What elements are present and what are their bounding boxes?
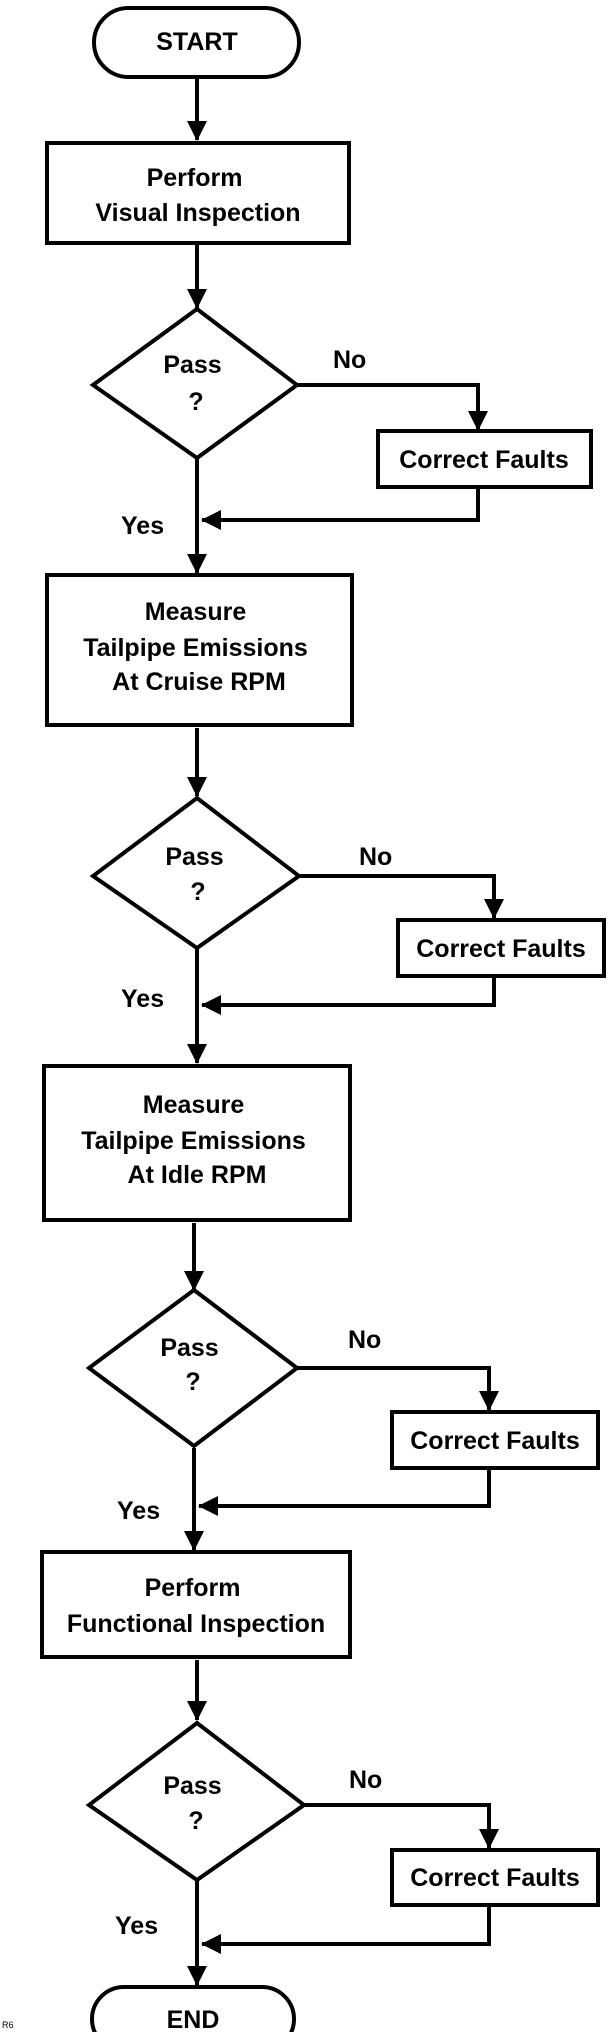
connectors [184,79,504,1986]
no-label: No [349,1766,382,1794]
end-terminal: END [90,1985,296,2032]
start-terminal-shape [92,6,301,79]
correct-faults-box: Correct Faults [390,1410,600,1470]
yes-label: Yes [117,1497,160,1525]
process-step-label: Perform Visual Inspection [95,164,300,227]
decision-label: Pass ? [165,843,230,906]
process-step-box [45,141,351,245]
decision-label: Pass ? [163,1772,228,1835]
end-label: END [167,2006,220,2032]
start-label: START [156,28,237,56]
process-step-box [45,573,354,727]
decision-diamond-shape [89,795,303,951]
no-label: No [333,346,366,374]
correct-faults-label: Correct Faults [416,935,585,963]
decision-diamond: Pass ? [89,795,303,951]
no-label: No [359,843,392,871]
connector-decision-3-no [297,1366,499,1411]
process-step: Perform Functional Inspection [40,1550,352,1659]
decision-diamond-shape [89,306,301,461]
yes-label: Yes [121,985,164,1013]
process-step-label: Measure Tailpipe Emissions At Cruise RPM [83,598,315,696]
yes-label: Yes [121,512,164,540]
correct-faults-box-shape [390,1848,600,1907]
process-step: Perform Visual Inspection [45,141,351,245]
end-terminal-shape [90,1985,296,2032]
correct-faults-box: Correct Faults [376,429,593,489]
correct-faults-box-shape [396,918,606,978]
decision-label: Pass ? [160,1334,225,1396]
connector-decision-4-no [304,1803,499,1849]
correct-faults-box-shape [376,429,593,489]
correct-faults-box: Correct Faults [396,918,606,978]
decision-diamond: Pass ? [85,1720,308,1883]
process-step-label: Perform Functional Inspection [67,1574,325,1638]
process-step: Measure Tailpipe Emissions At Idle RPM [42,1064,352,1222]
connector-fix-2-return [201,978,496,1015]
decision-diamond-shape [85,1720,308,1883]
connector-fix-4-return [201,1907,491,1954]
decision-diamond: Pass ? [89,306,301,461]
process-step-box [40,1550,352,1659]
no-label: No [348,1326,381,1354]
decision-diamond: Pass ? [85,1287,301,1449]
process-step-box [42,1064,352,1222]
start-terminal: START [92,6,301,79]
connector-decision-1-no [297,383,488,431]
process-step: Measure Tailpipe Emissions At Cruise RPM [45,573,354,727]
correct-faults-box-shape [390,1410,600,1470]
decision-label: Pass ? [163,351,228,416]
correct-faults-box: Correct Faults [390,1848,600,1907]
connector-fix-1-return [201,489,480,530]
corner-mark: R6 [2,2020,14,2030]
correct-faults-label: Correct Faults [399,446,568,474]
correct-faults-label: Correct Faults [410,1864,579,1892]
correct-faults-label: Correct Faults [410,1427,579,1455]
connector-fix-3-return [198,1470,491,1516]
process-step-label: Measure Tailpipe Emissions At Idle RPM [81,1091,313,1189]
yes-label: Yes [115,1912,158,1940]
connector-decision-2-no [299,874,504,919]
decision-diamond-shape [85,1287,301,1449]
